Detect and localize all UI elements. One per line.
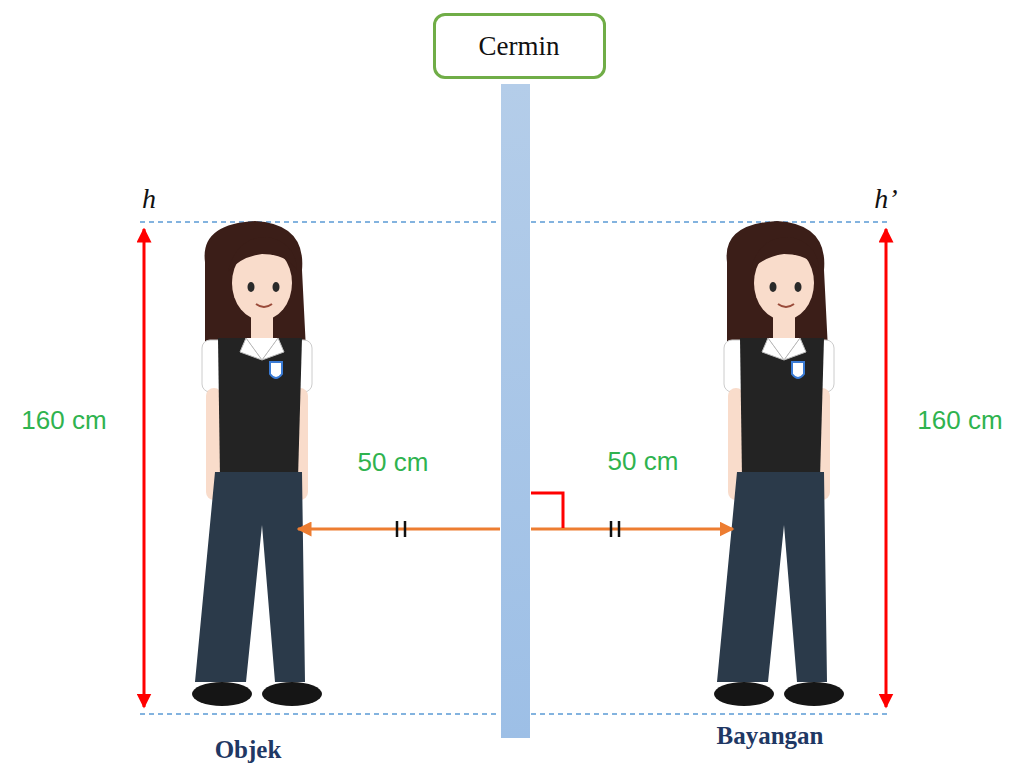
height-arrow bbox=[143, 229, 146, 707]
top-guide bbox=[531, 221, 888, 223]
equal-ticks bbox=[397, 521, 619, 537]
mirror-title-box: Cermin bbox=[433, 13, 606, 79]
node-text: Cermin bbox=[479, 31, 560, 62]
top-guide bbox=[140, 221, 500, 223]
mirror bbox=[501, 84, 530, 738]
image-figure bbox=[714, 221, 844, 706]
distance-arrow bbox=[298, 528, 500, 531]
height-arrow bbox=[885, 229, 888, 707]
distance-arrow bbox=[531, 528, 733, 531]
height-dimension: 160 cm bbox=[21, 405, 106, 436]
figure-caption: Objek bbox=[215, 736, 282, 764]
bottom-guide bbox=[140, 713, 500, 715]
distance-dimension: 50 cm bbox=[608, 446, 679, 477]
right-angle-mark bbox=[531, 493, 563, 528]
figure-caption: Bayangan bbox=[717, 722, 824, 750]
object-figure bbox=[192, 221, 322, 706]
distance-dimension: 50 cm bbox=[358, 447, 429, 478]
height-dimension: 160 cm bbox=[917, 405, 1002, 436]
height-symbol: h’ bbox=[874, 183, 897, 215]
height-symbol: h bbox=[142, 183, 156, 215]
bottom-guide bbox=[531, 713, 888, 715]
